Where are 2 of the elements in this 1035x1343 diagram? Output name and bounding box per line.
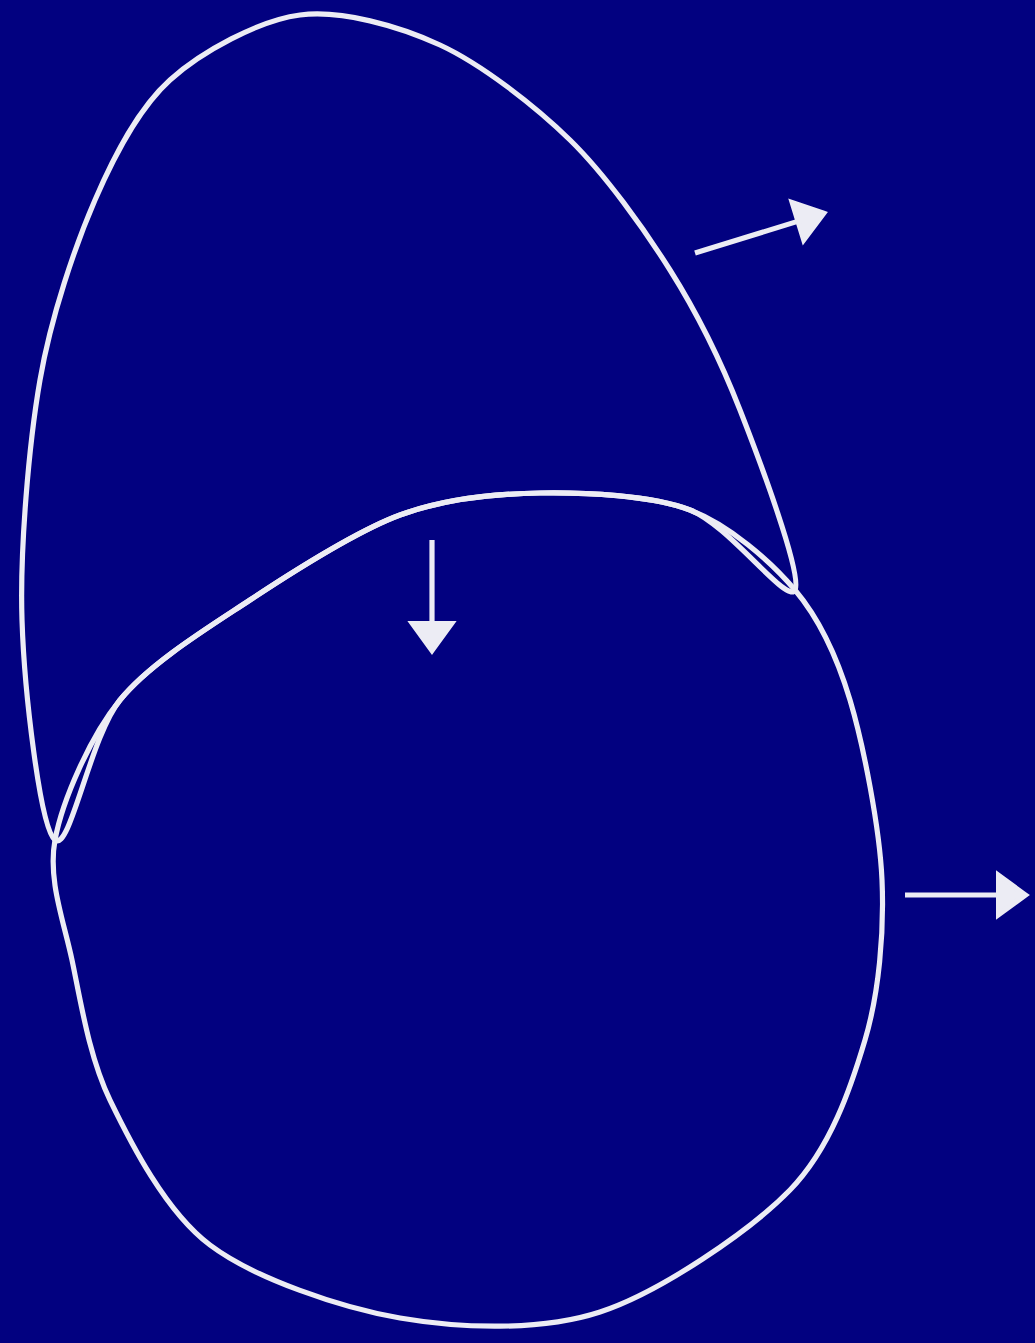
outline-shape: [19, 11, 799, 844]
outline-shape: [50, 490, 886, 1329]
